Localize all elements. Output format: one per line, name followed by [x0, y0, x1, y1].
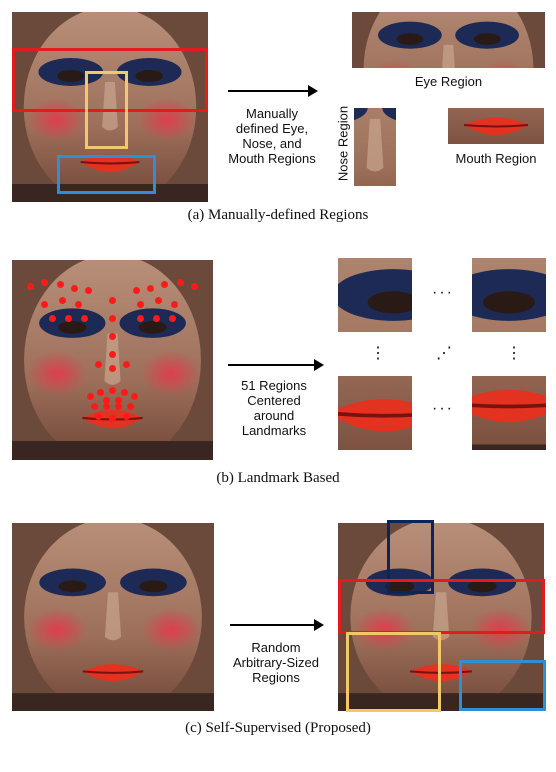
landmark-dot	[171, 301, 178, 308]
landmark-dot	[57, 281, 64, 288]
landmark-dot	[59, 297, 66, 304]
arrow-text-a: Manually defined Eye, Nose, and Mouth Re…	[222, 106, 322, 166]
caption-c: (c) Self-Supervised (Proposed)	[0, 720, 556, 737]
caption-a: (a) Manually-defined Regions	[0, 207, 556, 224]
arrow-text-a-line4: Mouth Regions	[222, 151, 322, 166]
ellipsis-top: ···	[432, 284, 454, 302]
arrow-text-b: 51 Regions Centered around Landmarks	[222, 378, 326, 438]
arrow-text-c-line1: Random	[222, 640, 330, 655]
ellipsis-vert-right: ⋮	[506, 343, 524, 363]
landmark-dot	[127, 403, 134, 410]
eye-region-crop	[352, 12, 545, 68]
patch-mouth-2	[472, 376, 546, 450]
arrow-a	[228, 90, 316, 92]
landmark-dot	[109, 315, 116, 322]
landmark-dot	[87, 393, 94, 400]
arrow-text-b-line3: around	[222, 408, 326, 423]
landmark-dot	[103, 403, 110, 410]
nose-region-box	[85, 71, 128, 149]
landmark-dot	[27, 283, 34, 290]
arrow-text-b-line4: Landmarks	[222, 423, 326, 438]
landmark-dot	[191, 283, 198, 290]
landmark-dot	[41, 301, 48, 308]
landmark-dot	[123, 361, 130, 368]
landmark-dot	[123, 413, 130, 420]
landmark-dot	[65, 315, 72, 322]
landmark-dot	[147, 285, 154, 292]
landmark-dot	[81, 315, 88, 322]
landmark-dot	[109, 365, 116, 372]
face-photo-c	[12, 523, 214, 711]
landmark-dot	[95, 413, 102, 420]
patch-eye-1	[338, 258, 412, 332]
patch-eye-2	[472, 258, 546, 332]
arrow-b	[228, 364, 322, 366]
arrow-text-b-line1: 51 Regions	[222, 378, 326, 393]
landmark-dot	[109, 415, 116, 422]
landmark-dot	[155, 297, 162, 304]
landmark-dot	[71, 285, 78, 292]
landmark-dot	[169, 315, 176, 322]
arrow-text-a-line2: defined Eye,	[222, 121, 322, 136]
landmark-dot	[91, 403, 98, 410]
landmark-dot	[121, 389, 128, 396]
random-region-blue	[459, 660, 546, 711]
nose-region-crop	[354, 108, 396, 186]
nose-region-label: Nose Region	[336, 105, 351, 183]
landmark-dot	[137, 301, 144, 308]
random-region-yellow	[346, 632, 441, 712]
landmark-dot	[85, 287, 92, 294]
landmark-dot	[153, 315, 160, 322]
ellipsis-bottom: ···	[432, 400, 454, 418]
ellipsis-vert-left: ⋮	[370, 343, 388, 363]
landmark-dot	[103, 397, 110, 404]
caption-b: (b) Landmark Based	[0, 470, 556, 487]
landmark-dot	[177, 279, 184, 286]
landmark-dot	[109, 333, 116, 340]
landmark-dot	[75, 301, 82, 308]
landmark-dot	[109, 387, 116, 394]
arrow-text-b-line2: Centered	[222, 393, 326, 408]
landmark-dot	[41, 279, 48, 286]
mouth-region-label: Mouth Region	[440, 151, 552, 166]
landmark-dot	[161, 281, 168, 288]
landmark-dot	[115, 397, 122, 404]
landmark-dot	[97, 389, 104, 396]
landmark-dot	[133, 287, 140, 294]
ellipsis-diag: ⋰	[436, 343, 454, 363]
arrow-text-c-line3: Regions	[222, 670, 330, 685]
arrow-text-c-line2: Arbitrary-Sized	[222, 655, 330, 670]
landmark-dot	[131, 393, 138, 400]
mouth-region-crop	[448, 108, 544, 144]
landmark-dot	[137, 315, 144, 322]
arrow-c	[230, 624, 322, 626]
patch-mouth-1	[338, 376, 412, 450]
arrow-text-a-line3: Nose, and	[222, 136, 322, 151]
landmark-dot	[109, 297, 116, 304]
landmark-dot	[49, 315, 56, 322]
eye-region-label: Eye Region	[352, 74, 545, 89]
arrow-text-c: Random Arbitrary-Sized Regions	[222, 640, 330, 685]
mouth-region-box	[57, 155, 156, 194]
random-region-red	[338, 579, 545, 634]
landmark-dot	[115, 403, 122, 410]
landmark-dots	[12, 260, 213, 460]
landmark-dot	[109, 351, 116, 358]
arrow-text-a-line1: Manually	[222, 106, 322, 121]
landmark-dot	[95, 361, 102, 368]
